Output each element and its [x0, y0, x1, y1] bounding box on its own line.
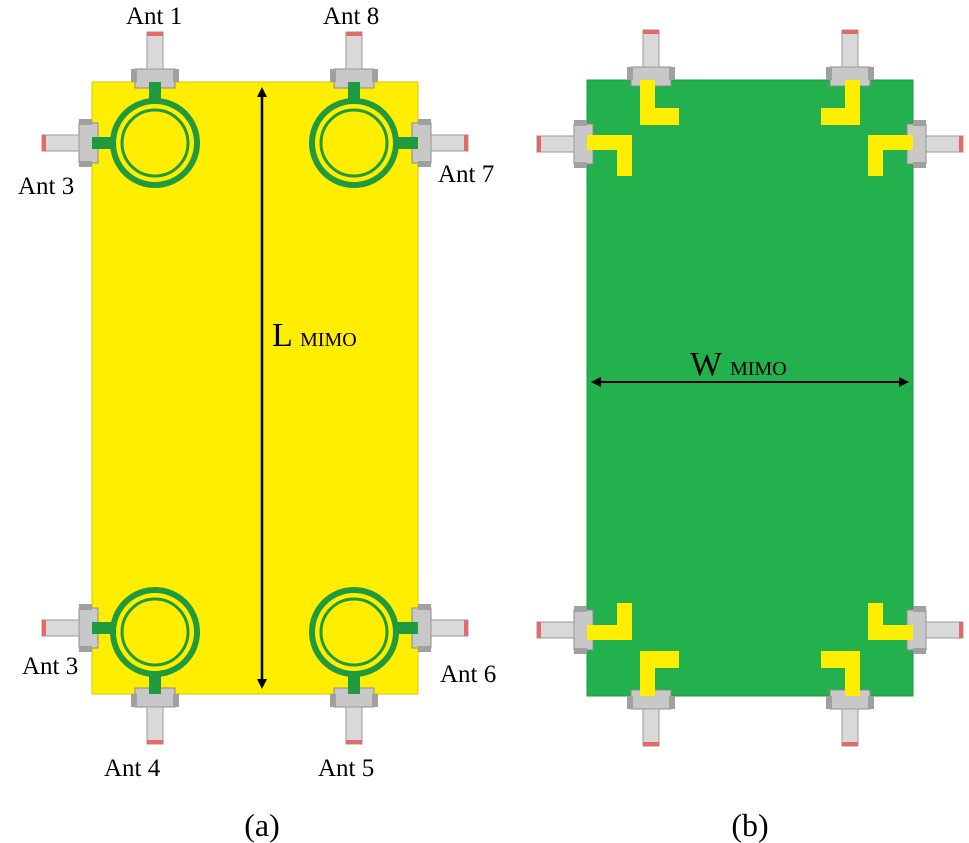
- length-dimension-label: L MIMO: [272, 317, 357, 354]
- ring-antenna-8: [312, 101, 396, 185]
- connector-a-ant7: [411, 118, 469, 168]
- connector-b-bottom-right: [825, 689, 875, 747]
- ground-plane: [586, 79, 914, 697]
- label-ant-4: Ant 4: [104, 755, 161, 782]
- connector-a-ant1: [130, 31, 180, 89]
- connector-b-bottom-left: [626, 689, 676, 747]
- l-strip-left-top-horizontal: [587, 135, 632, 176]
- l-strip-right-top-horizontal: [868, 135, 913, 176]
- connector-a-ant8: [329, 31, 379, 89]
- label-ant-7: Ant 7: [438, 161, 494, 188]
- connector-b-left-top: [536, 119, 594, 169]
- panel-b: W MIMO (b): [536, 29, 964, 843]
- connector-b-left-bottom: [536, 605, 594, 655]
- caption-a: (a): [244, 807, 280, 843]
- connector-a-ant6: [411, 603, 469, 653]
- connector-b-right-bottom: [906, 605, 964, 655]
- connector-a-ant5: [329, 687, 379, 745]
- panel-a: L MIMO Ant 1 Ant 8 Ant 3 Ant 7 Ant 3 Ant…: [18, 3, 496, 843]
- ring-antenna-1: [113, 101, 197, 185]
- connector-a-ant3-bottom: [41, 603, 99, 653]
- l-strip-left-bottom-horizontal: [587, 603, 632, 640]
- connector-b-top-right: [825, 29, 875, 87]
- ring-antenna-4: [113, 590, 197, 674]
- width-dimension-label: W MIMO: [690, 346, 787, 383]
- l-strip-bottom-left-vertical: [640, 651, 679, 696]
- connector-b-right-top: [906, 119, 964, 169]
- label-ant-5: Ant 5: [318, 755, 374, 782]
- label-ant-6: Ant 6: [440, 661, 496, 688]
- l-strip-bottom-right-vertical: [821, 651, 860, 696]
- label-ant-1: Ant 1: [126, 3, 182, 30]
- connector-a-ant3-top: [41, 118, 99, 168]
- caption-b: (b): [731, 807, 768, 843]
- connector-a-ant4: [130, 687, 180, 745]
- ring-antenna-5: [312, 590, 396, 674]
- l-strip-top-left-vertical: [640, 80, 679, 125]
- label-ant-3-bottom: Ant 3: [22, 653, 78, 680]
- l-strip-top-right-vertical: [821, 80, 860, 125]
- feed-lines-a: [92, 82, 418, 694]
- label-ant-8: Ant 8: [323, 3, 379, 30]
- connector-b-top-left: [626, 29, 676, 87]
- label-ant-3-top: Ant 3: [18, 173, 74, 200]
- l-strip-right-bottom-horizontal: [868, 603, 913, 640]
